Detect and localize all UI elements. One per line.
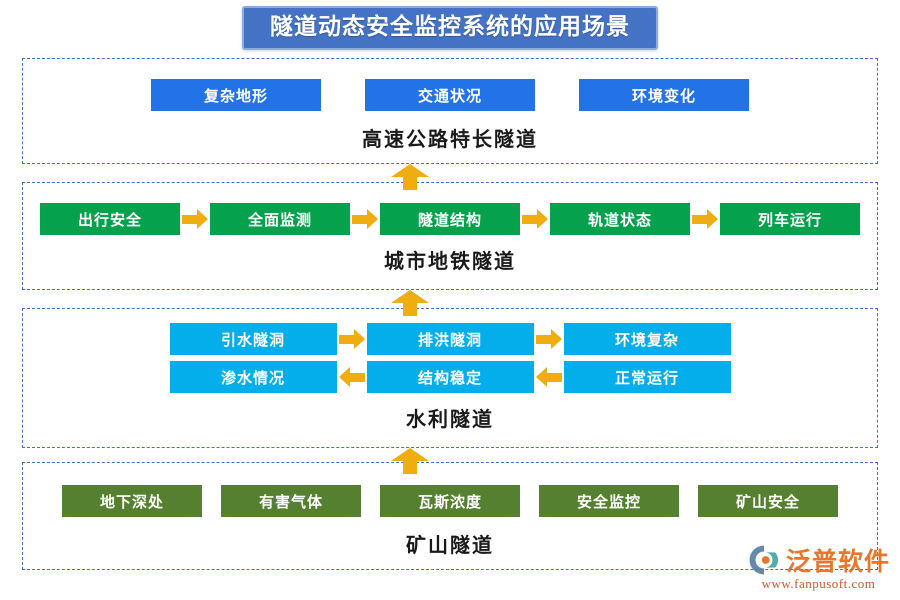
arrow-head-icon bbox=[338, 367, 350, 387]
arrow-shaft bbox=[535, 335, 553, 344]
arrow-head-icon bbox=[367, 209, 378, 229]
arrow-head-icon bbox=[391, 164, 429, 177]
node-box[interactable]: 矿山安全 bbox=[698, 485, 838, 517]
brand-url: www.fanpusoft.com bbox=[761, 576, 876, 591]
node-box[interactable]: 有害气体 bbox=[221, 485, 361, 517]
flow-arrow-right-icon bbox=[690, 208, 720, 230]
flow-arrow-right-icon bbox=[180, 208, 210, 230]
node-box[interactable]: 渗水情况 bbox=[169, 361, 337, 393]
node-box[interactable]: 列车运行 bbox=[720, 203, 860, 235]
arrow-shaft bbox=[403, 300, 417, 316]
node-box[interactable]: 安全监控 bbox=[539, 485, 679, 517]
node-row: 引水隧洞排洪隧洞环境复杂 bbox=[23, 323, 877, 355]
section-2: 引水隧洞排洪隧洞环境复杂渗水情况结构稳定正常运行水利隧道 bbox=[22, 308, 878, 448]
arrow-head-icon bbox=[391, 448, 429, 461]
node-box[interactable]: 全面监测 bbox=[210, 203, 350, 235]
flow-arrow-right-icon bbox=[534, 328, 564, 350]
section-1: 出行安全全面监测隧道结构轨道状态列车运行城市地铁隧道 bbox=[22, 182, 878, 290]
flow-arrow-right-icon bbox=[350, 208, 380, 230]
node-box[interactable]: 环境变化 bbox=[579, 79, 749, 111]
arrow-shaft bbox=[403, 174, 417, 190]
node-row: 地下深处有害气体瓦斯浓度安全监控矿山安全 bbox=[23, 485, 877, 517]
section-label: 矿山隧道 bbox=[406, 533, 494, 557]
node-row: 渗水情况结构稳定正常运行 bbox=[23, 361, 877, 393]
arrow-head-icon bbox=[535, 367, 547, 387]
arrow-head-icon bbox=[197, 209, 208, 229]
arrow-shaft bbox=[352, 215, 369, 224]
arrow-shaft bbox=[182, 215, 199, 224]
section-label: 水利隧道 bbox=[406, 407, 494, 431]
flow-arrow-left-icon bbox=[534, 366, 564, 388]
arrow-head-icon bbox=[391, 290, 429, 303]
node-row: 出行安全全面监测隧道结构轨道状态列车运行 bbox=[23, 203, 877, 235]
node-box[interactable]: 正常运行 bbox=[563, 361, 731, 393]
node-box[interactable]: 出行安全 bbox=[40, 203, 180, 235]
brand-name: 泛普软件 bbox=[785, 547, 890, 576]
node-box[interactable]: 结构稳定 bbox=[366, 361, 534, 393]
arrow-shaft bbox=[403, 458, 417, 474]
node-box[interactable]: 排洪隧洞 bbox=[366, 323, 534, 355]
section-label: 高速公路特长隧道 bbox=[362, 127, 538, 151]
node-box[interactable]: 环境复杂 bbox=[563, 323, 731, 355]
arrow-shaft bbox=[522, 215, 539, 224]
node-row: 复杂地形 交通状况 环境变化 bbox=[23, 79, 877, 111]
arrow-shaft bbox=[338, 335, 356, 344]
title-container: 隧道动态安全监控系统的应用场景 bbox=[0, 6, 900, 51]
node-box[interactable]: 交通状况 bbox=[365, 79, 535, 111]
brand-watermark: 泛普软件 www.fanpusoft.com bbox=[747, 542, 890, 592]
brand-row: 泛普软件 bbox=[747, 542, 890, 578]
arrow-shaft bbox=[347, 373, 365, 382]
connector-arrow-up-3 bbox=[391, 448, 429, 474]
node-box[interactable]: 瓦斯浓度 bbox=[380, 485, 520, 517]
node-box[interactable]: 隧道结构 bbox=[380, 203, 520, 235]
page-title: 隧道动态安全监控系统的应用场景 bbox=[242, 6, 658, 51]
connector-arrow-up-2 bbox=[391, 290, 429, 316]
flow-arrow-right-icon bbox=[337, 328, 367, 350]
fanpu-swirl-logo-icon bbox=[749, 545, 779, 575]
arrow-head-icon bbox=[707, 209, 718, 229]
section-3: 地下深处有害气体瓦斯浓度安全监控矿山安全矿山隧道 bbox=[22, 462, 878, 570]
flow-arrow-left-icon bbox=[337, 366, 367, 388]
flow-arrow-right-icon bbox=[520, 208, 550, 230]
node-box[interactable]: 地下深处 bbox=[62, 485, 202, 517]
section-0: 复杂地形 交通状况 环境变化高速公路特长隧道 bbox=[22, 58, 878, 164]
arrow-head-icon bbox=[353, 329, 365, 349]
node-box[interactable]: 复杂地形 bbox=[151, 79, 321, 111]
node-box[interactable]: 引水隧洞 bbox=[169, 323, 337, 355]
connector-arrow-up-1 bbox=[391, 164, 429, 190]
arrow-shaft bbox=[544, 373, 562, 382]
arrow-shaft bbox=[692, 215, 709, 224]
section-label: 城市地铁隧道 bbox=[384, 249, 516, 273]
arrow-head-icon bbox=[550, 329, 562, 349]
node-box[interactable]: 轨道状态 bbox=[550, 203, 690, 235]
arrow-head-icon bbox=[537, 209, 548, 229]
